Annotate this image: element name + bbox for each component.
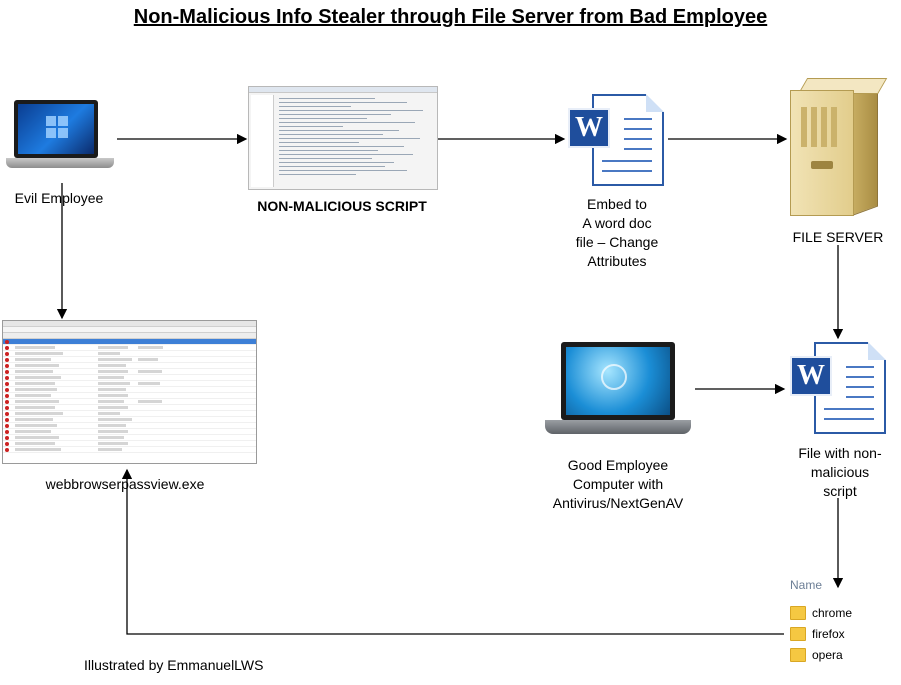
script-editor-screenshot <box>248 86 438 190</box>
folder-name: chrome <box>812 605 853 620</box>
file-server-icon <box>790 78 890 216</box>
embed-line-1: Embed to <box>587 196 647 212</box>
folder-list-header: Name <box>790 578 823 592</box>
file-with-script-line-1: File with non- <box>798 445 882 461</box>
script-label: NON-MALICIOUS SCRIPT <box>257 198 427 214</box>
folder-icon <box>790 605 806 620</box>
good-employee-laptop-icon <box>545 342 691 442</box>
evil-employee-laptop-icon <box>6 100 116 175</box>
webbrowserpassview-screenshot <box>2 320 257 464</box>
folder-item-opera[interactable]: opera <box>790 644 880 665</box>
embed-line-3: file – Change <box>575 234 659 250</box>
embed-label: Embed to A word doc file – Change Attrib… <box>552 195 682 271</box>
word-document-icon: W <box>568 94 664 186</box>
credit-text: Illustrated by EmmanuelLWS <box>84 657 264 673</box>
embed-line-2: A word doc <box>582 215 652 231</box>
file-with-script-line-3: script <box>823 483 857 499</box>
folder-item-firefox[interactable]: firefox <box>790 623 880 644</box>
good-employee-line-2: Computer with <box>572 476 664 492</box>
good-employee-label: Good Employee Computer with Antivirus/Ne… <box>532 456 704 513</box>
folder-name: opera <box>812 647 843 662</box>
diagram-title: Non-Malicious Info Stealer through File … <box>133 6 768 28</box>
folder-name: firefox <box>812 626 845 641</box>
file-server-label: FILE SERVER <box>792 229 884 245</box>
embed-line-4: Attributes <box>587 253 647 269</box>
folder-icon <box>790 647 806 662</box>
folder-item-chrome[interactable]: chrome <box>790 602 880 623</box>
evil-employee-label: Evil Employee <box>14 190 104 206</box>
good-employee-line-1: Good Employee <box>567 457 669 473</box>
folder-list: chrome firefox opera <box>790 602 880 665</box>
arrow-folders-to-passview <box>121 468 784 635</box>
file-with-script-label: File with non- malicious script <box>780 444 900 501</box>
word-document-with-script-icon: W <box>790 342 886 434</box>
file-with-script-line-2: malicious <box>810 464 870 480</box>
passview-label: webbrowserpassview.exe <box>45 476 205 492</box>
good-employee-line-3: Antivirus/NextGenAV <box>552 495 684 511</box>
folder-icon <box>790 626 806 641</box>
